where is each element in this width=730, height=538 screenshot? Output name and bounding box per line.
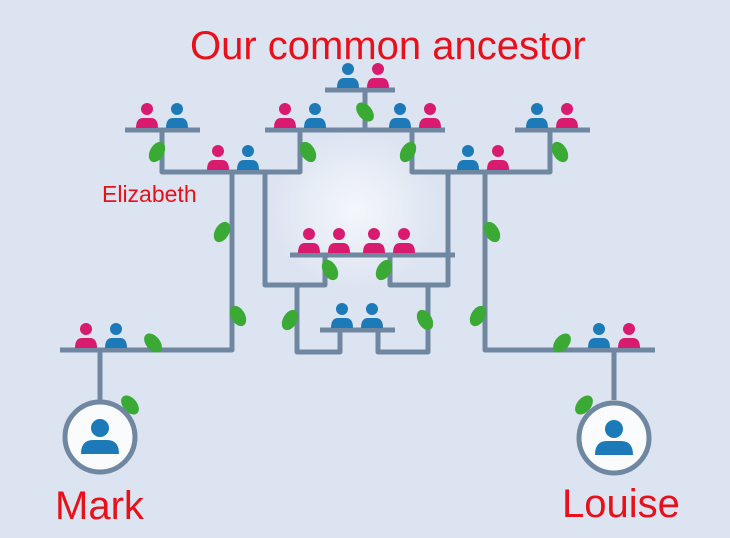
leaf-icon [551,141,569,163]
male-person-icon [588,323,610,348]
male-person-icon [304,103,326,128]
female-person-icon [136,103,158,128]
male-person-icon [526,103,548,128]
female-person-icon [487,145,509,170]
label-elizabeth: Elizabeth [102,181,197,207]
leaf-icon [299,141,317,163]
female-person-icon [75,323,97,348]
male-person-icon [331,303,353,328]
female-person-icon [298,228,320,253]
connector-line [294,285,343,355]
female-person-icon [274,103,296,128]
leaf-icon [148,141,166,163]
leaf-icon [144,333,162,353]
leaf-icon [399,141,417,163]
diagram-title: Our common ancestor [190,24,586,68]
leaf-icon [469,305,487,327]
connector-line [387,172,451,288]
connector-line [409,130,553,175]
female-person-icon [393,228,415,253]
male-person-icon [105,323,127,348]
label-louise: Louise [562,482,680,526]
leaf-icon [416,309,434,331]
leaf-icon [375,259,393,281]
male-person-icon [237,145,259,170]
connector-line [60,172,235,353]
female-person-icon [367,63,389,88]
female-person-icon [618,323,640,348]
label-mark: Mark [55,484,144,528]
female-person-icon [207,145,229,170]
male-person-icon [389,103,411,128]
connector-line [262,172,328,288]
person-icon [605,420,623,438]
female-person-icon [363,228,385,253]
person-icon-body [81,440,119,454]
leaf-icon [483,221,501,243]
leaf-icon [553,333,571,353]
person-icon [91,419,109,437]
leaf-icon [213,221,231,243]
leaf-icon [575,395,593,415]
person-icon-body [595,441,633,455]
male-person-icon [457,145,479,170]
female-person-icon [328,228,350,253]
male-person-icon [361,303,383,328]
connector-line [159,130,303,175]
leaf-icon [356,102,374,122]
leaf-icon [229,305,247,327]
leaf-icon [321,259,339,281]
female-person-icon [556,103,578,128]
female-person-icon [419,103,441,128]
leaf-icon [281,309,299,331]
male-person-icon [166,103,188,128]
male-person-icon [337,63,359,88]
